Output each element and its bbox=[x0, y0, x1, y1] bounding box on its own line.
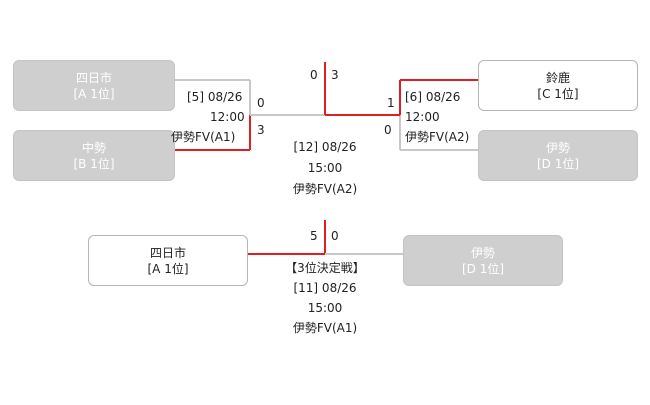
final-time: 15:00 bbox=[307, 161, 343, 175]
final-info: [12] 08/26 bbox=[293, 140, 357, 154]
match6-score-top: 1 bbox=[387, 96, 395, 110]
match5-venue: 伊勢FV(A1) bbox=[171, 130, 236, 144]
match5-info: [5] 08/26 bbox=[187, 90, 243, 104]
match6-venue: 伊勢FV(A2) bbox=[405, 130, 470, 144]
third-place-score-right: 0 bbox=[331, 229, 339, 243]
team-name: 鈴鹿 bbox=[545, 70, 570, 85]
team-rank: [A 1位] bbox=[147, 261, 189, 276]
match5-score-bottom: 3 bbox=[257, 123, 265, 137]
team-nakase-box[interactable]: 中勢 [B 1位] bbox=[13, 130, 175, 181]
team-suzuka-box[interactable]: 鈴鹿 [C 1位] bbox=[478, 60, 638, 111]
team-yokkaichi-3rd-box[interactable]: 四日市 [A 1位] bbox=[88, 235, 248, 286]
third-place-time: 15:00 bbox=[307, 301, 343, 315]
team-rank: [D 1位] bbox=[461, 261, 505, 276]
third-place-score-left: 5 bbox=[310, 229, 318, 243]
team-ise-3rd-box[interactable]: 伊勢 [D 1位] bbox=[403, 235, 563, 286]
match6-score-bottom: 0 bbox=[384, 123, 392, 137]
team-rank: [C 1位] bbox=[537, 86, 579, 101]
third-place-info: [11] 08/26 bbox=[293, 281, 357, 295]
final-score-right: 3 bbox=[331, 68, 339, 82]
match5-time: 12:00 bbox=[210, 110, 245, 124]
match5-score-top: 0 bbox=[257, 96, 265, 110]
team-name: 伊勢 bbox=[470, 245, 495, 260]
team-name: 中勢 bbox=[81, 140, 106, 155]
team-rank: [D 1位] bbox=[536, 156, 580, 171]
team-ise-box[interactable]: 伊勢 [D 1位] bbox=[478, 130, 638, 181]
final-score-left: 0 bbox=[310, 68, 318, 82]
team-rank: [A 1位] bbox=[73, 86, 115, 101]
team-name: 伊勢 bbox=[545, 140, 570, 155]
third-place-title: 【3位決定戦】 bbox=[285, 261, 365, 275]
team-name: 四日市 bbox=[75, 70, 112, 85]
team-name: 四日市 bbox=[149, 245, 186, 260]
team-rank: [B 1位] bbox=[73, 156, 115, 171]
team-yokkaichi-box[interactable]: 四日市 [A 1位] bbox=[13, 60, 175, 111]
match6-time: 12:00 bbox=[405, 110, 440, 124]
third-place-venue: 伊勢FV(A1) bbox=[292, 321, 358, 335]
final-venue: 伊勢FV(A2) bbox=[292, 182, 358, 196]
match6-info: [6] 08/26 bbox=[405, 90, 461, 104]
